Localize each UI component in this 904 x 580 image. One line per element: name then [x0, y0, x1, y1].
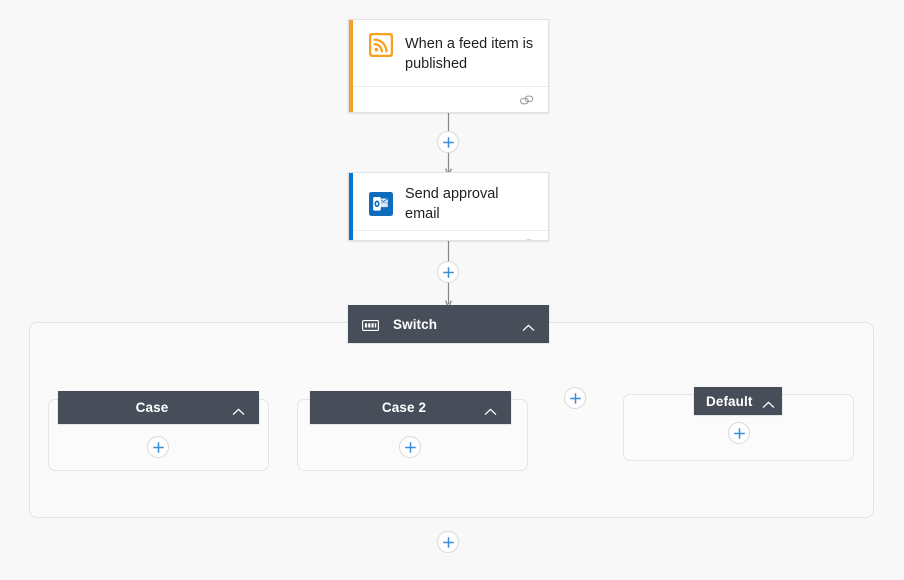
case-2-node-header[interactable]: Case 2: [310, 391, 511, 424]
rss-icon: [368, 32, 394, 58]
trigger-card-body: When a feed item is published: [349, 20, 548, 86]
action-card-body: Send approval email: [349, 173, 548, 230]
action-card-title: Send approval email: [405, 186, 499, 222]
chevron-up-icon[interactable]: [522, 320, 535, 332]
connection-icon[interactable]: [520, 94, 534, 106]
switch-node-title: Switch: [393, 316, 438, 332]
add-step-button-after-trigger[interactable]: [437, 131, 459, 153]
send-approval-email-card[interactable]: Send approval email: [348, 172, 549, 241]
trigger-card[interactable]: When a feed item is published: [348, 19, 549, 113]
add-step-button-case-2[interactable]: [399, 436, 421, 458]
add-case-button[interactable]: [564, 387, 586, 409]
case-1-node-header[interactable]: Case: [58, 391, 259, 424]
trigger-card-footer: [349, 86, 548, 112]
trigger-card-title: When a feed item is published: [405, 36, 534, 72]
chevron-up-icon[interactable]: [484, 404, 497, 415]
case-2-node-title: Case 2: [381, 400, 427, 415]
switch-icon: [362, 319, 379, 331]
switch-node-header[interactable]: Switch: [348, 305, 549, 343]
default-node-header[interactable]: Default: [694, 387, 782, 415]
trigger-accent-bar: [349, 20, 353, 112]
default-node-title: Default: [706, 393, 753, 409]
outlook-icon: [369, 191, 393, 216]
action-card-footer: [349, 230, 548, 240]
add-step-button-after-switch[interactable]: [437, 531, 459, 553]
case-1-node-title: Case: [135, 400, 169, 415]
add-step-button-default[interactable]: [728, 422, 750, 444]
chevron-up-icon[interactable]: [232, 404, 245, 415]
add-step-button-case-1[interactable]: [147, 436, 169, 458]
connection-icon[interactable]: [520, 238, 534, 240]
chevron-up-icon[interactable]: [762, 397, 775, 409]
action-accent-bar: [349, 173, 353, 240]
add-step-button-after-email[interactable]: [437, 261, 459, 283]
